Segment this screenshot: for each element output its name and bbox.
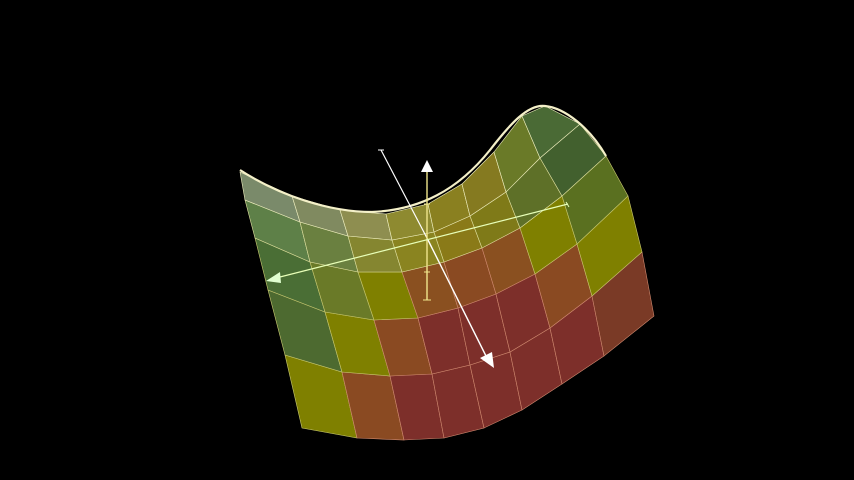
surface-patches [239,105,655,441]
y-axis-arrowhead [480,352,494,368]
surface-patch [339,209,393,241]
x-axis-arrowhead [266,272,281,283]
z-axis-arrowhead [421,160,433,172]
axes-gizmo[interactable] [266,149,570,368]
y-axis-front [427,239,489,361]
surface-rim-edge [239,104,607,214]
x-axis-line [275,203,569,279]
y-axis-back [380,149,429,241]
x-axis-tick [565,201,570,208]
